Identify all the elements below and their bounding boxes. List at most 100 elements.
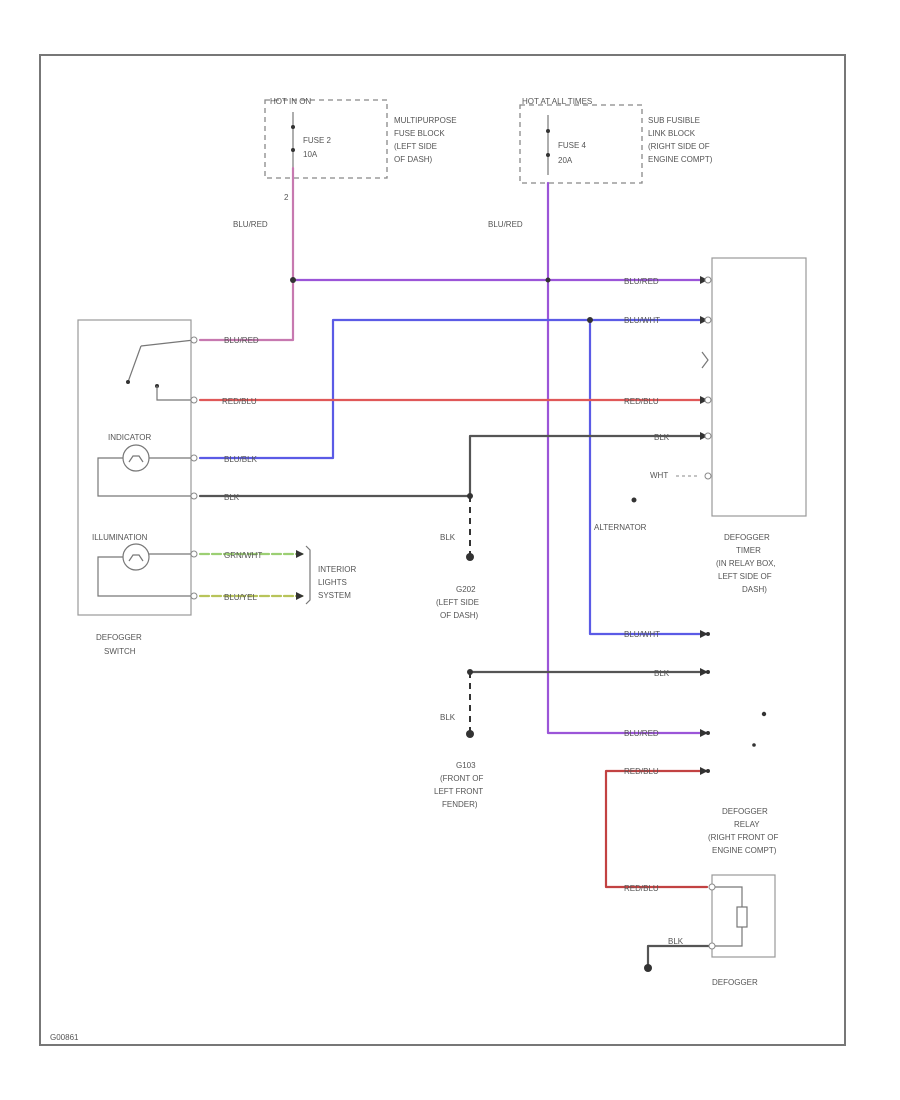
arrow-timer-2	[700, 316, 708, 324]
diagram-id: G00861	[50, 1033, 79, 1042]
label-defogger-red: RED/BLU	[624, 884, 659, 893]
timer-internal-contact	[701, 351, 709, 369]
splice-blu-wht	[587, 317, 593, 323]
label-g103-blk: BLK	[440, 713, 456, 722]
label-relay-blk: BLK	[654, 669, 670, 678]
label-blu-yel: BLU/YEL	[224, 593, 257, 602]
timer-terminal-5	[704, 472, 712, 480]
fuse-right-desc-1: SUB FUSIBLE	[648, 116, 700, 125]
fuse-right-label: FUSE 4	[558, 141, 587, 150]
defogger-box	[711, 874, 776, 958]
crossover-dot	[545, 277, 551, 283]
switch-terminal-1	[190, 336, 198, 344]
timer-terminal-4	[704, 432, 712, 440]
arrow-relay-4	[700, 767, 708, 775]
diagram-border	[39, 54, 846, 1046]
label-switch-blu-red: BLU/RED	[224, 336, 259, 345]
illumination-lamp-icon	[122, 543, 150, 571]
fuse-right-terminal-top	[546, 129, 550, 133]
defogger-lead-top	[715, 886, 743, 907]
ground-g202-label-1: G202	[456, 585, 476, 594]
switch-terminal-2	[190, 396, 198, 404]
relay-terminal-4	[706, 769, 710, 773]
illumination-filament	[128, 554, 144, 562]
arrow-timer-1	[700, 276, 708, 284]
label-fuse4-blu-red: BLU/RED	[488, 220, 523, 229]
interior-lights-label-2: LIGHTS	[318, 578, 347, 587]
fuse-left-desc-4: OF DASH)	[394, 155, 433, 164]
fuse-right-header: HOT AT ALL TIMES	[522, 97, 592, 106]
wire-red-relay-defogger	[604, 769, 709, 889]
indicator-filament	[128, 455, 144, 463]
arrow-timer-3	[700, 396, 708, 404]
rear-defogger: DEFOGGER	[708, 874, 776, 987]
fuse-left-desc-2: FUSE BLOCK	[394, 129, 445, 138]
arrow-timer-4	[700, 432, 708, 440]
defogger-switch: INDICATOR ILLUMINATION DEFOGGER SWITCH	[77, 319, 198, 656]
fuse-left-label: FUSE 2	[303, 136, 332, 145]
wire-blu-blk-indicator	[198, 318, 709, 460]
ground-g103-label-4: FENDER)	[442, 800, 478, 809]
fuse-left-terminal-bottom	[291, 148, 295, 152]
arrow-relay-3	[700, 729, 708, 737]
wire-fuse4-to-relay	[546, 181, 709, 735]
ground-g202-label-3: OF DASH)	[440, 611, 479, 620]
timer-box	[711, 257, 807, 517]
ground-g103-label-3: LEFT FRONT	[434, 787, 483, 796]
fuse-block-right: HOT AT ALL TIMES FUSE 4 20A SUB FUSIBLE …	[519, 97, 713, 184]
defogger-label: DEFOGGER	[712, 978, 758, 987]
defogger-terminal-1	[708, 883, 716, 891]
fuse-right-terminal-bottom	[546, 153, 550, 157]
wire-blu-wht-to-relay	[588, 318, 709, 636]
ground-g202-symbol	[466, 553, 474, 561]
fuse-right-box	[519, 104, 643, 184]
interior-lights-label-3: SYSTEM	[318, 591, 351, 600]
relay-label-1: DEFOGGER	[722, 807, 768, 816]
timer-terminal-2	[704, 316, 712, 324]
ground-g202-label-2: (LEFT SIDE	[436, 598, 479, 607]
relay-contact-1	[761, 711, 767, 717]
timer-terminal-1	[704, 276, 712, 284]
switch-lead-top	[140, 339, 195, 347]
fuse-right-desc-4: ENGINE COMPT)	[648, 155, 713, 164]
switch-title-2: SWITCH	[104, 647, 136, 656]
label-grn-wht: GRN/WHT	[224, 551, 262, 560]
arrow-grn-wht	[296, 550, 304, 558]
relay-label-2: RELAY	[734, 820, 760, 829]
ground-g103-label-1: G103	[456, 761, 476, 770]
defogger-terminal-2	[708, 942, 716, 950]
timer-label-1: DEFOGGER	[724, 533, 770, 542]
timer-label-3: (IN RELAY BOX,	[716, 559, 776, 568]
timer-label-4: LEFT SIDE OF	[718, 572, 772, 581]
label-defogger-blk: BLK	[668, 937, 684, 946]
switch-terminal-4	[190, 492, 198, 500]
label-timer-blu-wht: BLU/WHT	[624, 316, 660, 325]
switch-terminal-3	[190, 454, 198, 462]
defogger-relay: DEFOGGER RELAY (RIGHT FRONT OF ENGINE CO…	[706, 632, 778, 855]
switch-box	[77, 319, 192, 616]
interior-lights-label-1: INTERIOR	[318, 565, 356, 574]
relay-terminal-3	[706, 731, 710, 735]
relay-label-4: ENGINE COMPT)	[712, 846, 777, 855]
defogger-ground-symbol	[644, 964, 652, 972]
switch-title-1: DEFOGGER	[96, 633, 142, 642]
switch-terminal-5	[190, 550, 198, 558]
indicator-lamp-icon	[122, 444, 150, 472]
arrow-relay-1	[700, 630, 708, 638]
fuse-right-amps: 20A	[558, 156, 573, 165]
arrow-relay-2	[700, 668, 708, 676]
switch-pivot	[126, 380, 130, 384]
fuse-right-desc-2: LINK BLOCK	[648, 129, 696, 138]
relay-terminal-1	[706, 632, 710, 636]
fuse-left-pin: 2	[284, 193, 289, 202]
wire-fuse2-to-switch	[198, 166, 295, 342]
switch-lead-bottom	[156, 386, 194, 401]
label-timer-red: RED/BLU	[624, 397, 659, 406]
label-switch-blu-blk: BLU/BLK	[224, 455, 258, 464]
illumination-return	[97, 556, 194, 597]
switch-illumination-label: ILLUMINATION	[92, 533, 148, 542]
indicator-return	[97, 457, 194, 497]
fuse-block-left: HOT IN ON FUSE 2 10A MULTIPURPOSE FUSE B…	[264, 97, 457, 202]
